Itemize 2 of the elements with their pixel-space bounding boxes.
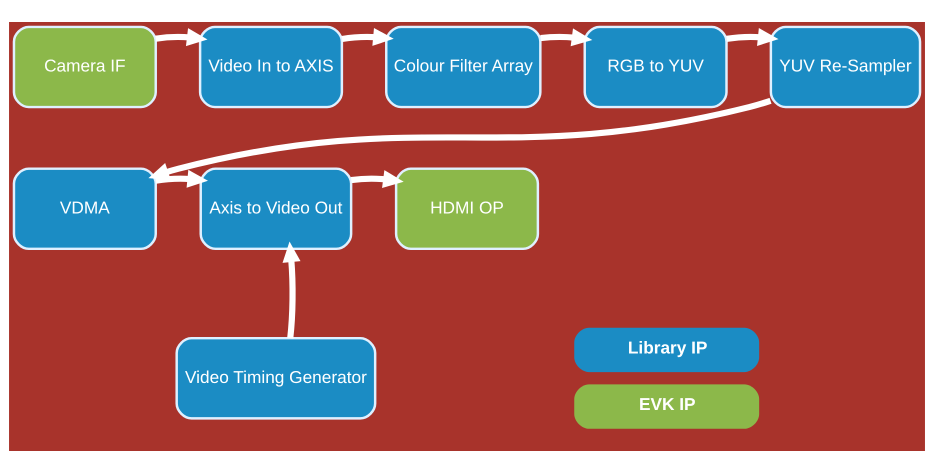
legend-label: EVK IP <box>638 393 696 414</box>
legend-label: Library IP <box>628 336 708 357</box>
